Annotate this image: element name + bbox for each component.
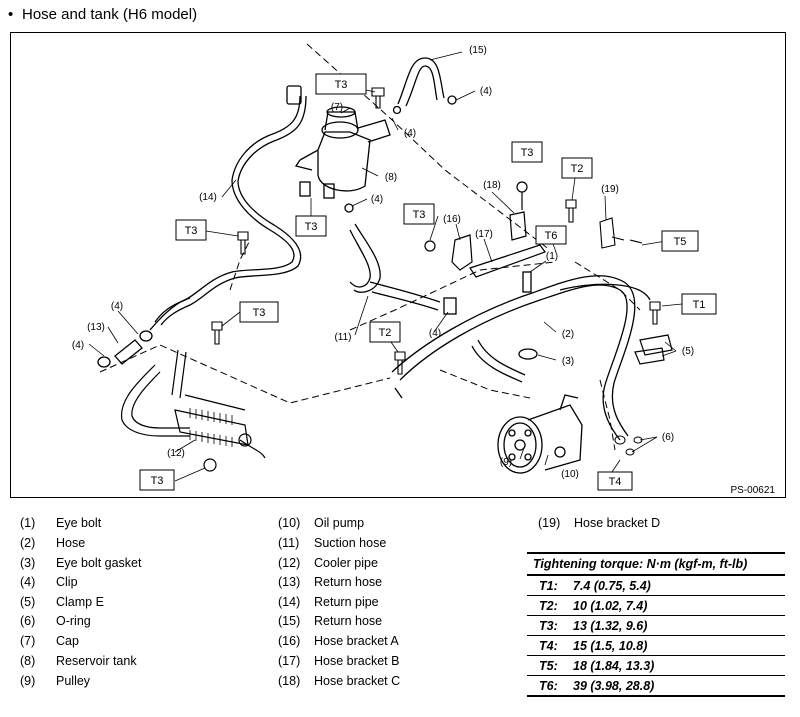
callout-5: (5): [682, 346, 694, 357]
tag-t3-bracket-a: T3: [403, 203, 435, 225]
callout-16: (16): [443, 214, 461, 225]
callout-19: (19): [601, 184, 619, 195]
callout-3: (3): [562, 356, 574, 367]
legend-item: (2)Hose: [20, 536, 86, 550]
reservoir-tank: [294, 106, 391, 213]
legend-item: (10)Oil pump: [278, 516, 365, 530]
torque-table-title: Tightening torque: N·m (kgf-m, ft-lb): [527, 552, 785, 576]
callout-14: (14): [199, 192, 217, 203]
callout-17: (17): [475, 229, 493, 240]
legend-item: (17)Hose bracket B: [278, 654, 400, 668]
callout-4: (4): [480, 86, 492, 97]
callout-4: (4): [371, 194, 383, 205]
callout-4: (4): [111, 301, 123, 312]
tag-label: T3: [151, 475, 164, 487]
tag-t5: T5: [661, 230, 699, 252]
legend-item: (16)Hose bracket A: [278, 634, 399, 648]
cooler-pipe: [120, 349, 266, 472]
legend-item: (3)Eye bolt gasket: [20, 556, 142, 570]
cooler-fins: [189, 408, 233, 447]
bullet: •: [8, 6, 14, 23]
callout-6: (6): [662, 432, 674, 443]
callout-12: (12): [167, 448, 185, 459]
hose-brackets: [424, 181, 546, 278]
return-hose-13: [97, 297, 191, 368]
torque-row: T3:13 (1.32, 9.6): [527, 616, 785, 636]
legend-item: (18)Hose bracket C: [278, 674, 401, 688]
tag-label: T3: [305, 221, 318, 233]
torque-row: T5:18 (1.84, 13.3): [527, 656, 785, 676]
tag-label: T6: [545, 230, 558, 242]
tag-label: T2: [379, 327, 392, 339]
torque-table: Tightening torque: N·m (kgf-m, ft-lb) T1…: [527, 552, 785, 697]
legend-item: (13)Return hose: [278, 575, 383, 589]
suction-hose: [349, 223, 457, 315]
legend-item: (9)Pulley: [20, 674, 91, 688]
hose-2: [391, 275, 651, 441]
tag-t3-mid: T3: [239, 301, 279, 323]
leader-lines: [88, 51, 683, 482]
legend-item: (11)Suction hose: [278, 536, 387, 550]
callout-18: (18): [483, 180, 501, 191]
tag-label: T3: [335, 79, 348, 91]
tag-label: T4: [609, 476, 622, 488]
tag-t2-mid: T2: [369, 321, 401, 343]
tag-label: T2: [571, 163, 584, 175]
callout-4: (4): [429, 328, 441, 339]
tag-t4: T4: [597, 471, 633, 491]
legend-item: (14)Return pipe: [278, 595, 379, 609]
tag-t3-top: T3: [315, 73, 367, 95]
return-hose-15: [392, 57, 457, 115]
callout-7: (7): [331, 102, 343, 113]
callout-8: (8): [385, 172, 397, 183]
tag-t3-left: T3: [175, 219, 207, 241]
tag-label: T3: [185, 225, 198, 237]
callout-9: (9): [500, 457, 512, 468]
legend-item: (5)Clamp E: [20, 595, 104, 609]
legend-item: (1)Eye bolt: [20, 516, 102, 530]
legend-item: (15)Return hose: [278, 614, 383, 628]
oil-pump: [497, 394, 583, 474]
callout-1: (1): [546, 251, 558, 262]
callout-15: (15): [469, 45, 487, 56]
return-pipe: [154, 85, 307, 326]
torque-tags: T3 T3 T3 T3 T3 T3 T3 T2 T2 T6 T5 T1 T4: [139, 73, 717, 491]
callout-4: (4): [72, 340, 84, 351]
pressure-hose: [471, 271, 538, 383]
callout-4: (4): [404, 128, 416, 139]
tag-t2-right: T2: [561, 157, 593, 179]
legend-item: (4)Clip: [20, 575, 78, 589]
legend-item: (7)Cap: [20, 634, 79, 648]
bolts: [211, 87, 661, 375]
legend-item: (19)Hose bracket D: [538, 516, 661, 530]
tag-t3-bracket-c: T3: [511, 141, 543, 163]
figure-code: PS-00621: [731, 485, 776, 496]
callout-11: (11): [334, 332, 351, 343]
tag-t3-tank: T3: [295, 215, 327, 237]
legend-item: (8)Reservoir tank: [20, 654, 137, 668]
legend-item: (6)O-ring: [20, 614, 91, 628]
tag-t3-bottom: T3: [139, 469, 175, 491]
hose-tank-diagram: T3 T3 T3 T3 T3 T3 T3 T2 T2 T6 T5 T1 T4 (…: [72, 43, 776, 496]
heading-title: Hose and tank (H6 model): [22, 6, 198, 23]
torque-row: T2:10 (1.02, 7.4): [527, 596, 785, 616]
tag-label: T5: [674, 236, 687, 248]
tag-label: T1: [693, 299, 706, 311]
callout-10: (10): [561, 469, 579, 480]
torque-row: T4:15 (1.5, 10.8): [527, 636, 785, 656]
callout-2: (2): [562, 329, 574, 340]
tag-t6: T6: [535, 225, 567, 245]
section-heading: • Hose and tank (H6 model): [8, 6, 197, 23]
tag-label: T3: [521, 147, 534, 159]
diagram-frame: [10, 32, 786, 498]
tag-t1: T1: [681, 293, 717, 315]
callout-13: (13): [87, 322, 105, 333]
torque-row: T1:7.4 (0.75, 5.4): [527, 576, 785, 596]
torque-row: T6:39 (3.98, 28.8): [527, 676, 785, 697]
tag-label: T3: [253, 307, 266, 319]
legend-item: (12)Cooler pipe: [278, 556, 378, 570]
callout-labels: (15) (4) (4) (7) (8) (4) (14) (4) (13) (…: [72, 45, 694, 480]
clamp-e: [634, 334, 673, 365]
tag-label: T3: [413, 209, 426, 221]
